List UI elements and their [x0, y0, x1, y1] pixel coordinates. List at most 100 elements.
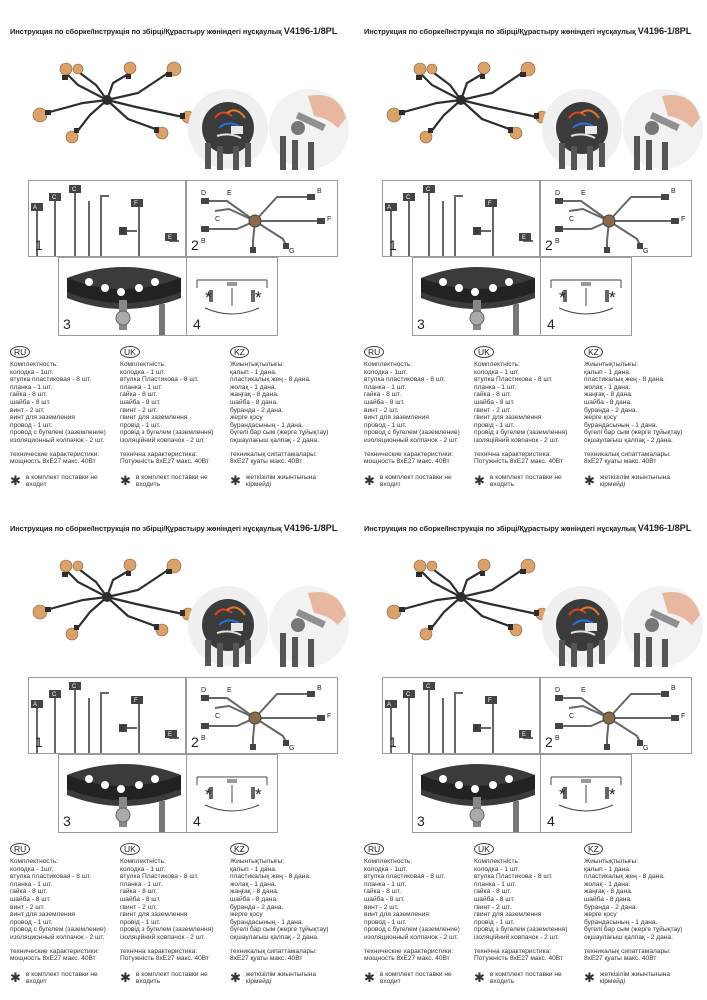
step-number: 1: [389, 734, 397, 750]
instruction-sheet-bottom-left: Инструкция по сборке/Інструкція по збірц…: [0, 497, 349, 986]
kit-item: жаңғақ - 8 дана.: [230, 888, 279, 896]
kit-item: втулка пластиковая - 8 шт.: [10, 376, 92, 384]
kit-item: провід з бугелем (заземлення): [474, 926, 568, 934]
kit-item: провід з бугелем (заземлення): [474, 429, 568, 437]
kit-item: бурандасының - 1 дана.: [230, 918, 304, 926]
not-included-note: ✱ в комплект поставки не входит: [10, 971, 120, 986]
svg-text:F: F: [327, 713, 331, 720]
step-number: 2: [545, 237, 553, 253]
step-number: 1: [35, 237, 43, 253]
lamp-photo: [32, 558, 195, 641]
svg-text:F: F: [327, 216, 331, 223]
language-badge: RU: [364, 843, 385, 855]
svg-text:F: F: [134, 698, 138, 704]
kit-item: гвинт - 2 шт.: [474, 406, 512, 414]
spec-value: мощность 8хЕ27 макс. 40Вт: [10, 458, 96, 466]
kit-item: изоляционный колпачок - 2 шт.: [10, 933, 105, 941]
step-4-panel: * * 4: [186, 754, 278, 833]
kit-item: винт для заземления: [364, 911, 429, 919]
kit-item: жерге қосу: [584, 414, 617, 422]
kit-item: буранда - 2 дана.: [584, 903, 638, 911]
lang-column-kz: KZ Жиынтықтылығы: қалып - 1 дана.пластик…: [584, 346, 694, 489]
kit-item: жаңғақ - 8 дана.: [230, 391, 279, 399]
svg-text:C: C: [72, 187, 77, 193]
kit-item: жаңғақ - 8 дана.: [584, 888, 633, 896]
kit-item: қалып - 1 дана.: [584, 368, 631, 376]
language-badge: RU: [10, 346, 31, 358]
model-number: V4196-1/8PL: [283, 26, 338, 36]
model-number: V4196-1/8PL: [637, 26, 692, 36]
step-number: 3: [417, 813, 425, 829]
star-icon: ✱: [364, 970, 375, 986]
step-number: 2: [545, 734, 553, 750]
kit-item: планка - 1 шт.: [120, 880, 163, 888]
step-3-panel: 3: [412, 754, 542, 833]
spec-value: 8хЕ27 қуаты макс. 40Вт: [230, 955, 303, 963]
svg-text:D: D: [555, 190, 560, 197]
star-icon: ✱: [10, 970, 21, 986]
kit-item: ізоляційний ковпачок - 2 шт.: [120, 436, 206, 444]
kit-item: шайба - 8 дана.: [230, 895, 278, 903]
kit-item: втулка пластиковая - 8 шт.: [364, 376, 446, 384]
star-icon: ✱: [474, 473, 485, 489]
svg-text:G: G: [289, 248, 294, 255]
svg-text:C: C: [406, 692, 411, 698]
kit-item: бүгелі бар сым (жерге тұйықтау): [584, 429, 683, 437]
step-number: 3: [417, 316, 425, 332]
kit-item: қалып - 1 дана.: [230, 865, 277, 873]
language-badge: UK: [120, 346, 140, 358]
wiring-photo: [188, 586, 268, 667]
svg-text:E: E: [227, 687, 232, 694]
svg-text:F: F: [488, 201, 492, 207]
kit-item: провод - 1 шт.: [10, 918, 53, 926]
spec-title: техникалық сипаттамалары:: [230, 947, 317, 955]
kit-title: Комплектность:: [10, 858, 58, 865]
kit-item: гвинт - 2 шт.: [474, 903, 512, 911]
kit-item: провод - 1 шт.: [364, 421, 407, 429]
spec-title: технические характеристики:: [364, 450, 454, 458]
svg-text:B: B: [317, 188, 322, 195]
step-number: 1: [35, 734, 43, 750]
kit-item: провід - 1 шт.: [120, 421, 161, 429]
lamp-photo: [32, 61, 195, 144]
kit-item: изоляционный колпачок - 2 шт.: [364, 933, 459, 941]
kit-item: гайка - 8 шт.: [364, 391, 402, 399]
kit-item: колодка - 1шт.: [364, 368, 408, 376]
not-included-note: ✱ в комплект поставки не входить: [474, 971, 584, 986]
model-number: V4196-1/8PL: [637, 523, 692, 533]
lang-column-uk: UK Комплектність: колодка - 1 шт.втулка …: [120, 346, 230, 489]
kit-item: гайка - 8 шт.: [120, 888, 158, 896]
star-icon: ✱: [584, 970, 595, 986]
kit-item: гайка - 8 шт.: [120, 391, 158, 399]
kit-item: қалып - 1 дана.: [230, 368, 277, 376]
spec-value: мощность 8хЕ27 макс. 40Вт: [10, 955, 96, 963]
not-included-note: ✱ жеткізілім жиынтығына кірмейді: [584, 971, 694, 986]
spec-value: Потужність 8хЕ27 макс. 40Вт: [474, 458, 564, 466]
kit-item: планка - 1 шт.: [364, 383, 407, 391]
kit-item: шайба - 8 шт.: [364, 895, 405, 903]
lang-column-kz: KZ Жиынтықтылығы: қалып - 1 дана.пластик…: [584, 843, 694, 986]
instruction-sheet-top-right: Инструкция по сборке/Інструкція по збірц…: [354, 0, 703, 489]
not-included-note: ✱ в комплект поставки не входит: [10, 474, 120, 489]
kit-item: провод - 1 шт.: [364, 918, 407, 926]
kit-item: пластикалық жең - 8 дана.: [230, 376, 311, 384]
language-badge: UK: [474, 843, 494, 855]
svg-text:E: E: [168, 732, 172, 738]
spec-title: технічна характеристика:: [120, 947, 198, 955]
svg-text:A: A: [387, 205, 391, 211]
kit-item: жерге қосу: [230, 911, 263, 919]
star-icon: *: [205, 785, 212, 804]
step-4-panel: * * 4: [540, 257, 632, 336]
kit-item: винт - 2 шт.: [10, 903, 45, 911]
note-text: жеткізілім жиынтығына кірмейді: [599, 473, 670, 489]
svg-text:F: F: [681, 216, 685, 223]
kit-item: буранда - 2 дана.: [230, 903, 284, 911]
svg-text:E: E: [121, 726, 125, 732]
kit-item: ізоляційний ковпачок - 2 шт.: [474, 436, 560, 444]
instruction-title: Инструкция по сборке/Інструкція по збірц…: [364, 523, 692, 533]
note-text: в комплект поставки не входит: [379, 970, 452, 986]
spec-title: технические характеристики:: [10, 450, 100, 458]
spec-value: Потужність 8хЕ27 макс. 40Вт: [474, 955, 564, 963]
step-4-panel: * * 4: [540, 754, 632, 833]
